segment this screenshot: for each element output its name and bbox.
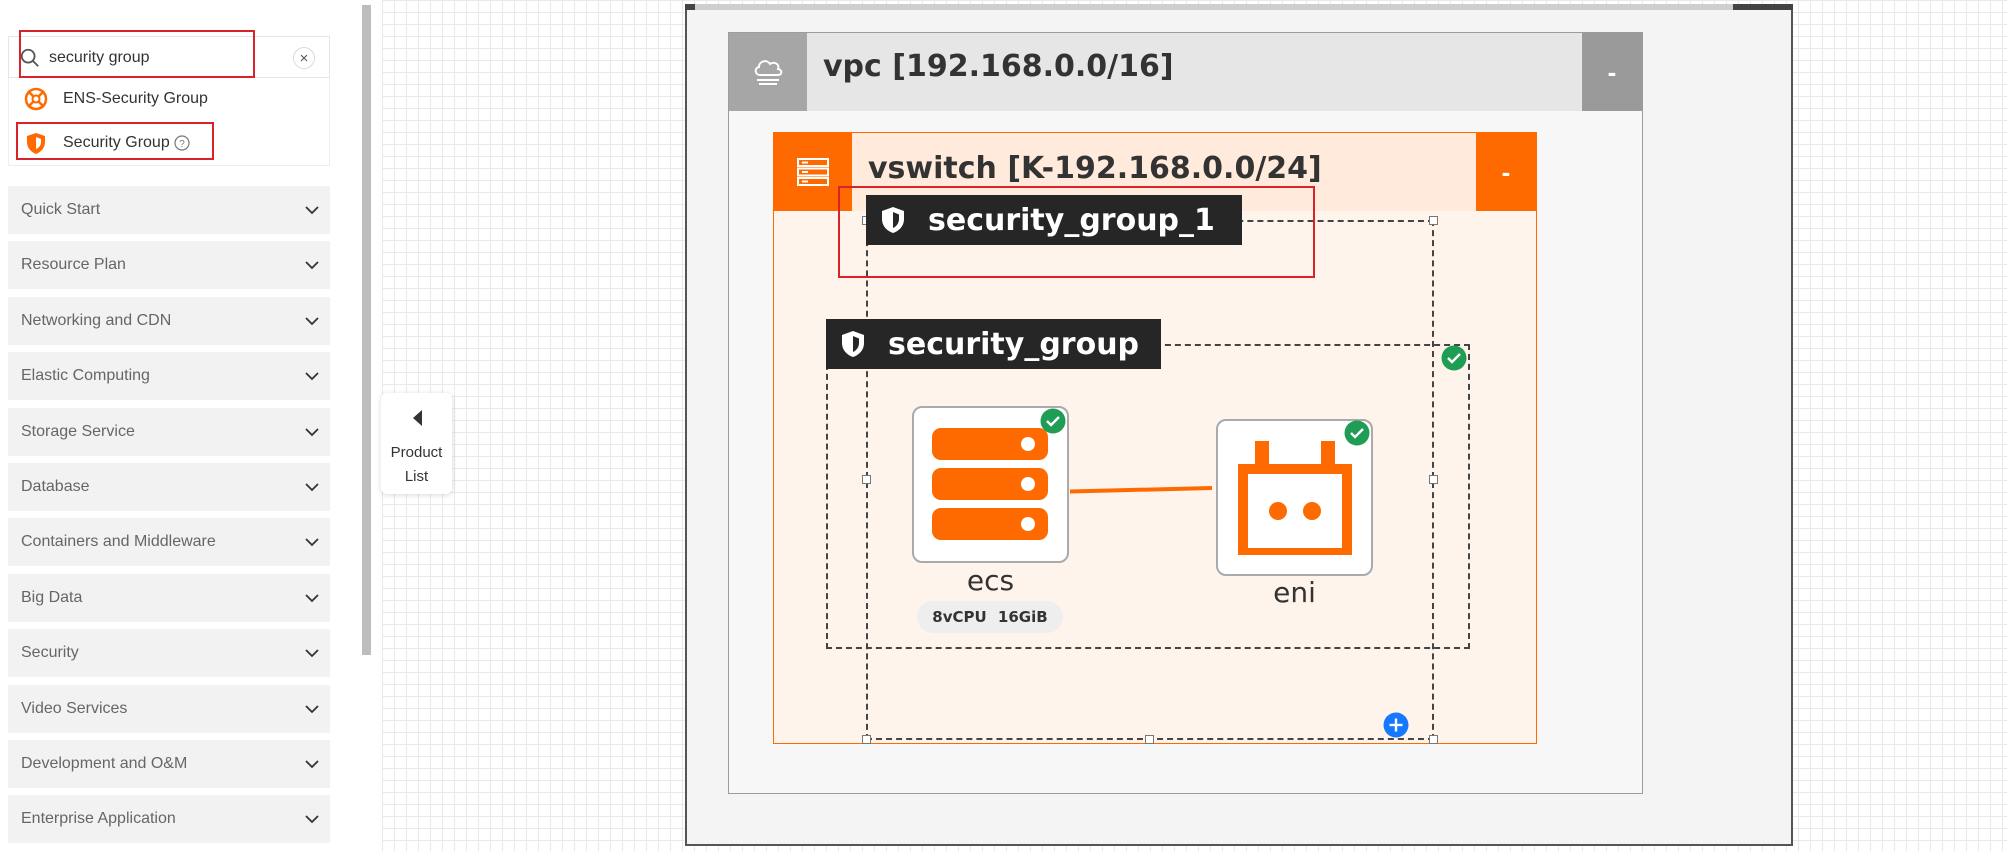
vpc-title: vpc [192.168.0.0/16] bbox=[823, 49, 1174, 84]
category-database[interactable]: Database bbox=[8, 463, 330, 511]
ens-security-group-icon bbox=[23, 86, 49, 112]
vswitch-title: vswitch [K-192.168.0.0/24] bbox=[868, 151, 1322, 186]
search-result-label: ENS-Security Group bbox=[63, 90, 208, 107]
ecs-spec-badge: 8vCPU 16GiB bbox=[917, 601, 1063, 633]
category-label: Video Services bbox=[21, 699, 128, 717]
category-security[interactable]: Security bbox=[8, 629, 330, 678]
chevron-down-icon bbox=[305, 317, 319, 326]
chevron-down-icon bbox=[305, 427, 319, 436]
vswitch-collapse-button[interactable]: - bbox=[1476, 133, 1536, 211]
shield-icon bbox=[882, 207, 904, 233]
chevron-down-icon bbox=[305, 483, 319, 492]
security-group-label[interactable]: security_group bbox=[826, 319, 1161, 369]
category-label: Security bbox=[21, 644, 79, 662]
cloud-icon bbox=[729, 33, 807, 111]
category-label: Resource Plan bbox=[21, 256, 126, 274]
category-big-data[interactable]: Big Data bbox=[8, 573, 330, 622]
category-label: Networking and CDN bbox=[21, 311, 172, 329]
chevron-down-icon bbox=[305, 538, 319, 547]
chevron-down-icon bbox=[305, 206, 319, 215]
ecs-server-icon bbox=[932, 428, 1048, 540]
category-label: Database bbox=[21, 478, 90, 495]
check-circle-icon bbox=[1344, 420, 1370, 446]
sidebar-scrollbar[interactable] bbox=[362, 5, 371, 655]
category-label: Elastic Computing bbox=[21, 367, 150, 385]
eni-node[interactable] bbox=[1216, 419, 1373, 576]
security-group-1-name: security_group_1 bbox=[928, 202, 1215, 238]
eni-label: eni bbox=[1273, 576, 1316, 609]
close-icon: × bbox=[299, 49, 309, 67]
search-result-ens-security-group[interactable]: ENS-Security Group bbox=[9, 78, 329, 120]
search-results: ENS-Security Group Security Group ? bbox=[8, 78, 330, 166]
search-result-label: Security Group bbox=[63, 134, 170, 151]
chevron-down-icon bbox=[305, 704, 319, 713]
vpc-header: vpc [192.168.0.0/16] - bbox=[729, 33, 1642, 111]
category-label: Enterprise Application bbox=[21, 810, 176, 828]
category-enterprise-application[interactable]: Enterprise Application bbox=[8, 795, 330, 844]
search-result-security-group[interactable]: Security Group ? bbox=[9, 122, 329, 164]
category-development-and-o-m[interactable]: Development and O&M bbox=[8, 740, 330, 788]
vswitch-icon bbox=[774, 133, 852, 211]
search-icon bbox=[20, 48, 39, 67]
category-label: Big Data bbox=[21, 588, 83, 606]
category-label: Containers and Middleware bbox=[21, 533, 216, 551]
eni-icon bbox=[1238, 441, 1352, 555]
product-sidebar: × ENS-Security Group Security G bbox=[0, 0, 372, 851]
chevron-down-icon bbox=[305, 594, 319, 603]
resize-handle[interactable] bbox=[1429, 735, 1438, 744]
chevron-down-icon bbox=[305, 760, 319, 769]
security-group-name: security_group bbox=[888, 326, 1140, 362]
category-elastic-computing[interactable]: Elastic Computing bbox=[8, 352, 330, 401]
product-list-toggle[interactable]: Product List bbox=[381, 393, 452, 494]
page-top-bar bbox=[685, 4, 1793, 10]
resize-handle[interactable] bbox=[1429, 475, 1438, 484]
category-label: Quick Start bbox=[21, 201, 101, 218]
ecs-node[interactable] bbox=[912, 406, 1069, 563]
connection-line[interactable] bbox=[1068, 482, 1214, 496]
clear-search-button[interactable]: × bbox=[293, 47, 315, 69]
ecs-label: ecs bbox=[966, 564, 1015, 597]
security-group-icon bbox=[23, 130, 49, 156]
shield-icon bbox=[842, 331, 864, 357]
category-quick-start[interactable]: Quick Start bbox=[8, 186, 330, 234]
check-circle-icon bbox=[1040, 408, 1066, 434]
product-list-label: Product List bbox=[390, 444, 443, 485]
category-label: Storage Service bbox=[21, 422, 135, 440]
chevron-down-icon bbox=[305, 261, 319, 270]
category-storage-service[interactable]: Storage Service bbox=[8, 407, 330, 456]
svg-text:?: ? bbox=[179, 139, 185, 150]
category-containers-and-middleware[interactable]: Containers and Middleware bbox=[8, 518, 330, 567]
chevron-left-icon bbox=[413, 410, 422, 426]
chevron-down-icon bbox=[305, 815, 319, 824]
resize-handle[interactable] bbox=[1429, 216, 1438, 225]
category-label: Development and O&M bbox=[21, 755, 188, 772]
vpc-collapse-button[interactable]: - bbox=[1582, 33, 1642, 111]
search-box: × bbox=[8, 36, 330, 78]
check-circle-icon bbox=[1441, 345, 1467, 371]
search-input[interactable] bbox=[49, 45, 279, 71]
help-circle-icon[interactable]: ? bbox=[174, 135, 190, 151]
security-group-1-label[interactable]: security_group_1 bbox=[866, 195, 1242, 245]
chevron-down-icon bbox=[305, 649, 319, 658]
chevron-down-icon bbox=[305, 372, 319, 381]
category-networking-and-cdn[interactable]: Networking and CDN bbox=[8, 296, 330, 345]
resize-handle[interactable] bbox=[862, 475, 871, 484]
category-video-services[interactable]: Video Services bbox=[8, 684, 330, 733]
plus-circle-icon[interactable] bbox=[1383, 712, 1409, 738]
resize-handle[interactable] bbox=[862, 735, 871, 744]
resize-handle[interactable] bbox=[1145, 735, 1154, 744]
category-resource-plan[interactable]: Resource Plan bbox=[8, 241, 330, 290]
